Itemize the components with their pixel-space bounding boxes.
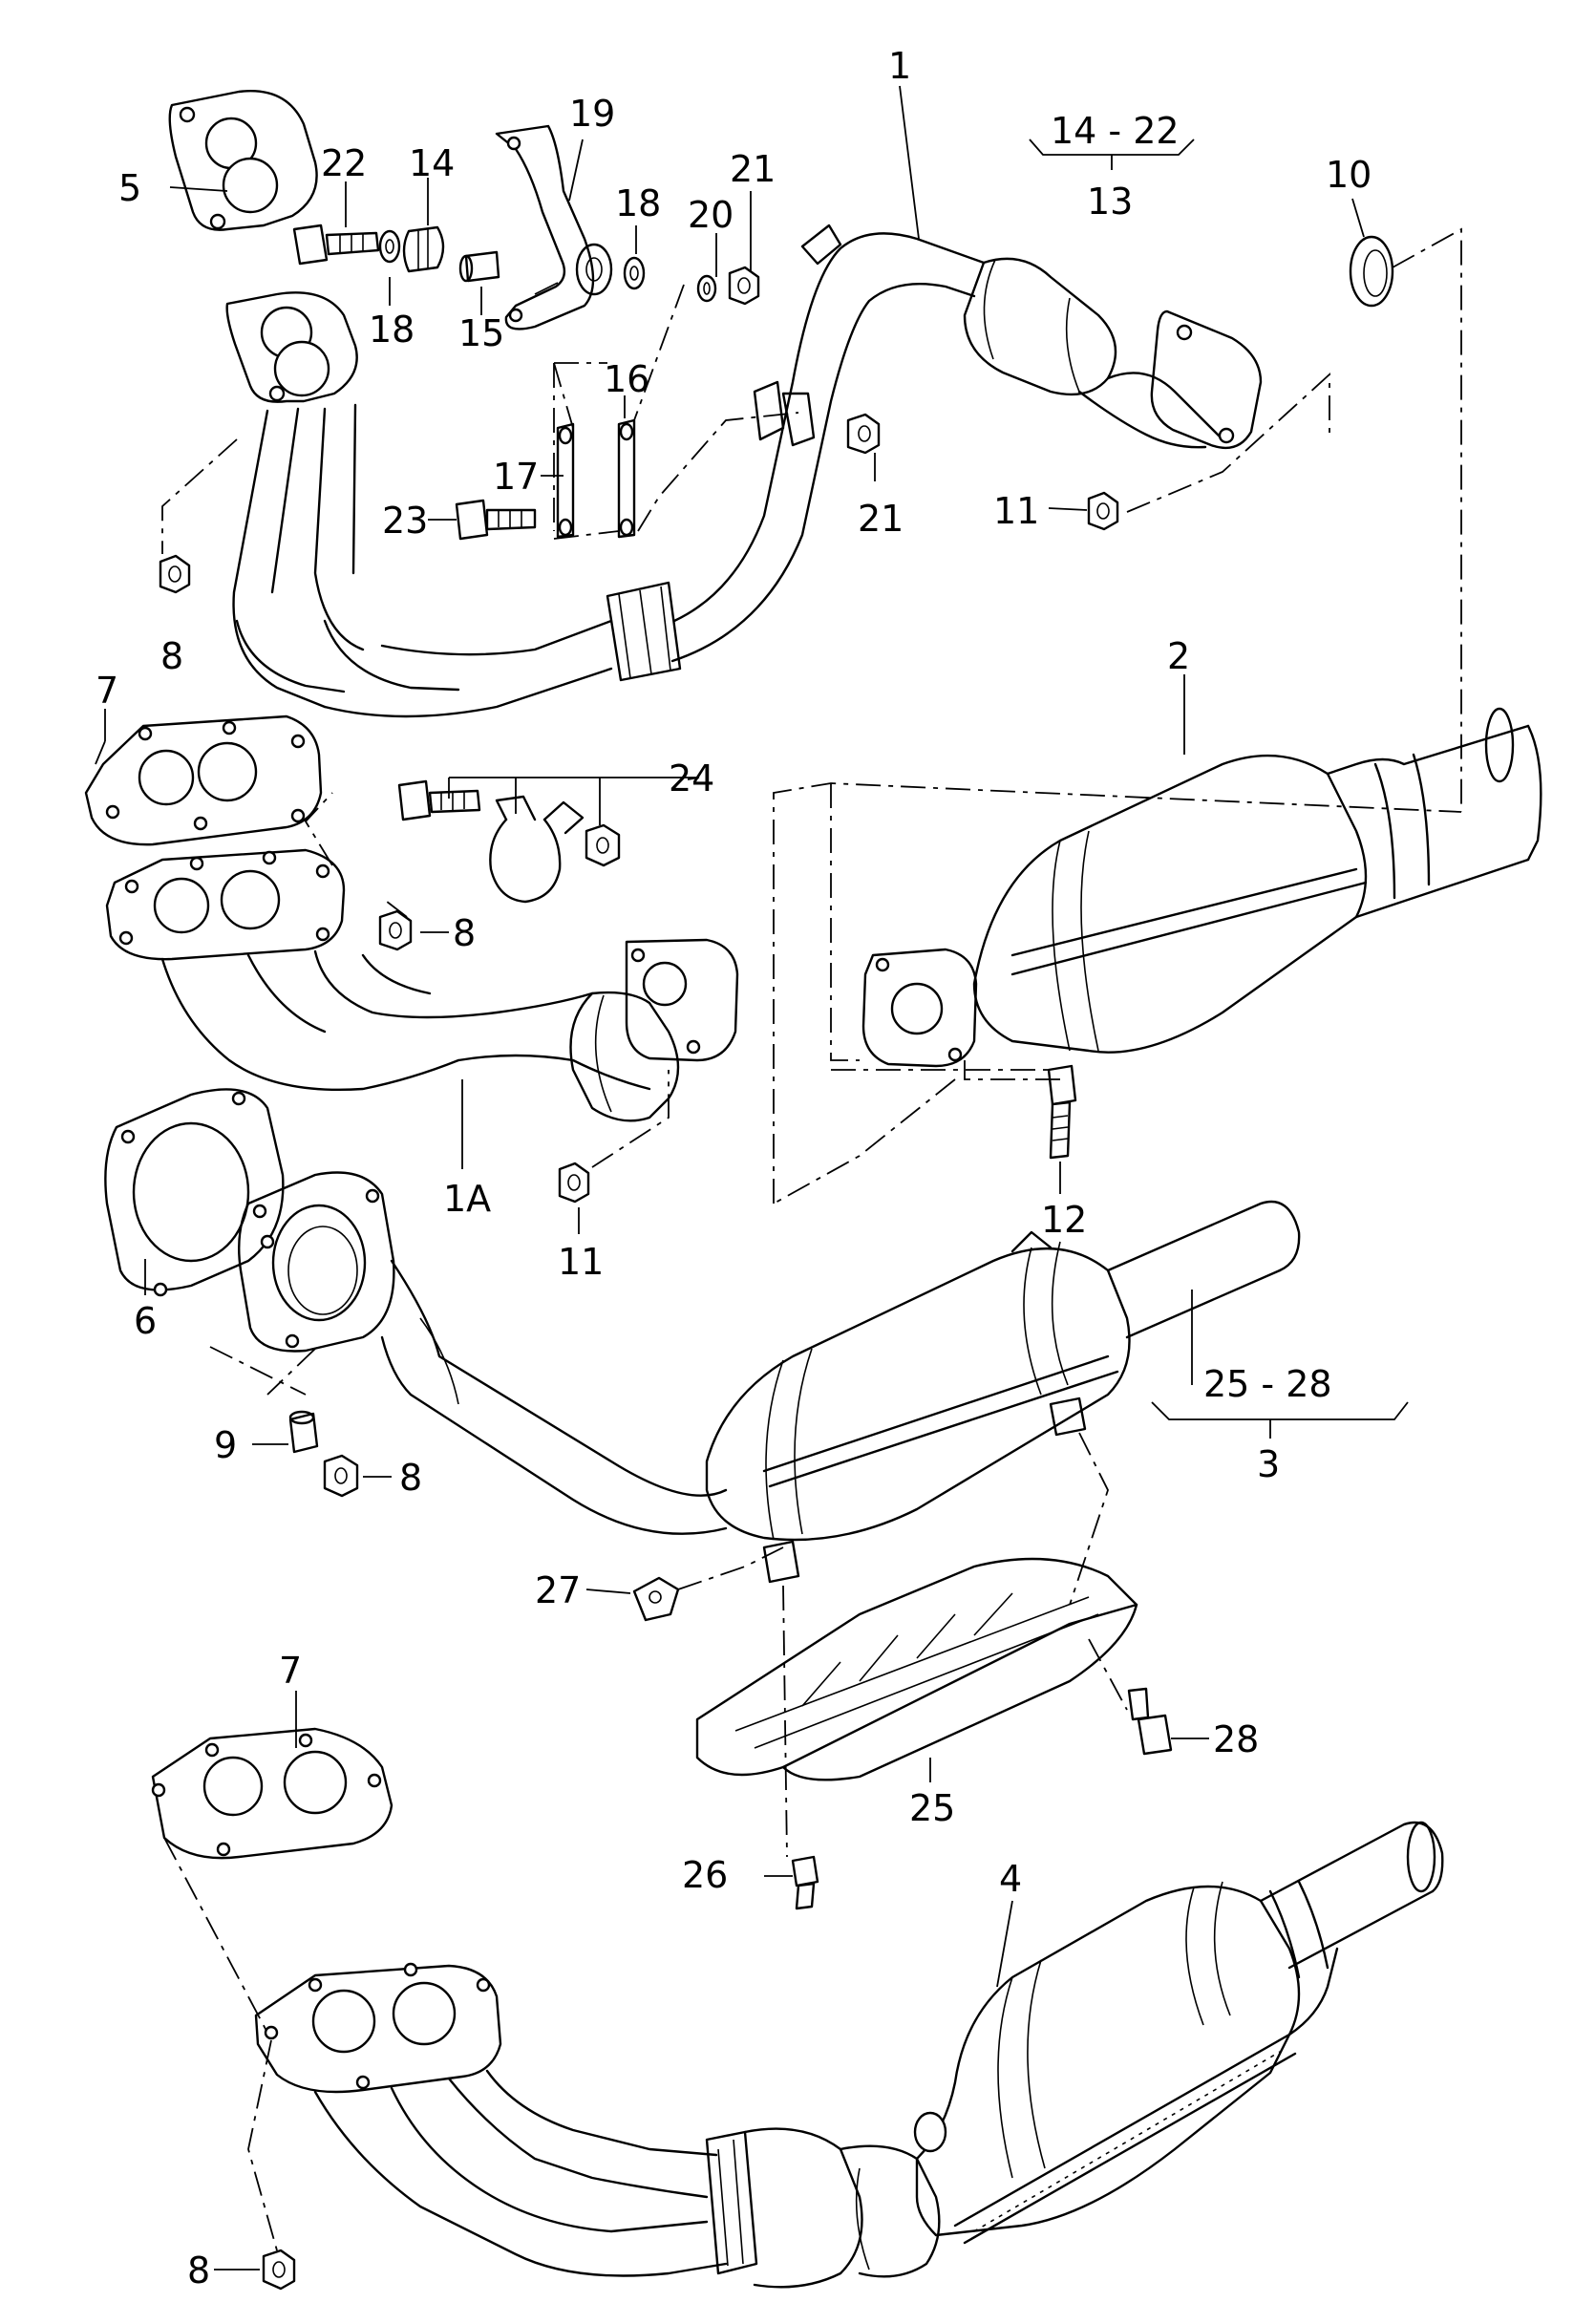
- callout-18-right: 18: [615, 182, 661, 224]
- leaders-assembly-3: [144, 1259, 1409, 1877]
- exhaust-assembly-4: [151, 1727, 1444, 2291]
- exhaust-pipe-1a: [84, 714, 1077, 1204]
- callout-2: 2: [1167, 635, 1190, 677]
- callout-11-mid: 11: [558, 1241, 604, 1283]
- callout-8-bottom: 8: [187, 2249, 210, 2292]
- callout-labels: 1 14 - 22 13 10 19 5 22 14 18 21 20 18 1…: [96, 45, 1372, 2292]
- gasket-5: [168, 90, 318, 231]
- callout-10: 10: [1326, 154, 1372, 196]
- callout-7-bottom: 7: [279, 1650, 302, 1692]
- leaders-assembly-4: [163, 1691, 1013, 2271]
- callout-14: 14: [409, 142, 455, 184]
- callout-3: 3: [1257, 1443, 1280, 1485]
- exhaust-pipe-1: [225, 224, 1263, 718]
- catalytic-converter-2: [861, 707, 1542, 1068]
- callout-7-top: 7: [96, 670, 118, 712]
- callout-1: 1: [888, 45, 911, 87]
- callout-4: 4: [999, 1858, 1022, 1900]
- callout-21-top: 21: [730, 148, 776, 190]
- callout-13: 13: [1087, 181, 1133, 223]
- callout-28: 28: [1213, 1718, 1259, 1760]
- callout-24: 24: [669, 757, 714, 800]
- callout-15: 15: [458, 312, 504, 354]
- callout-23: 23: [382, 500, 428, 542]
- callout-20: 20: [688, 194, 734, 236]
- callout-27: 27: [535, 1569, 581, 1611]
- callout-12: 12: [1041, 1199, 1087, 1241]
- callout-18-left: 18: [369, 309, 415, 351]
- callout-22: 22: [321, 142, 367, 184]
- callout-8-top: 8: [160, 635, 183, 677]
- callout-5: 5: [118, 167, 141, 209]
- leaders-top: [161, 85, 1462, 812]
- callout-6: 6: [134, 1300, 157, 1342]
- callout-19: 19: [569, 93, 615, 135]
- callout-21-mid: 21: [858, 498, 904, 540]
- callout-9: 9: [214, 1424, 237, 1466]
- callout-25: 25: [909, 1787, 955, 1829]
- callout-3-range: 25 - 28: [1203, 1363, 1332, 1405]
- leaders-mid: [95, 674, 1462, 1234]
- hanger-parts: [159, 124, 1394, 594]
- callout-16: 16: [604, 358, 649, 400]
- exhaust-assembly-3: [104, 1088, 1301, 1910]
- callout-26: 26: [682, 1854, 728, 1896]
- callout-8-mid: 8: [453, 912, 476, 954]
- callout-17: 17: [493, 456, 539, 498]
- callout-8-lower: 8: [399, 1457, 422, 1499]
- callout-11-top: 11: [993, 490, 1039, 532]
- callout-13-range: 14 - 22: [1051, 110, 1180, 152]
- callout-1a: 1A: [443, 1178, 491, 1220]
